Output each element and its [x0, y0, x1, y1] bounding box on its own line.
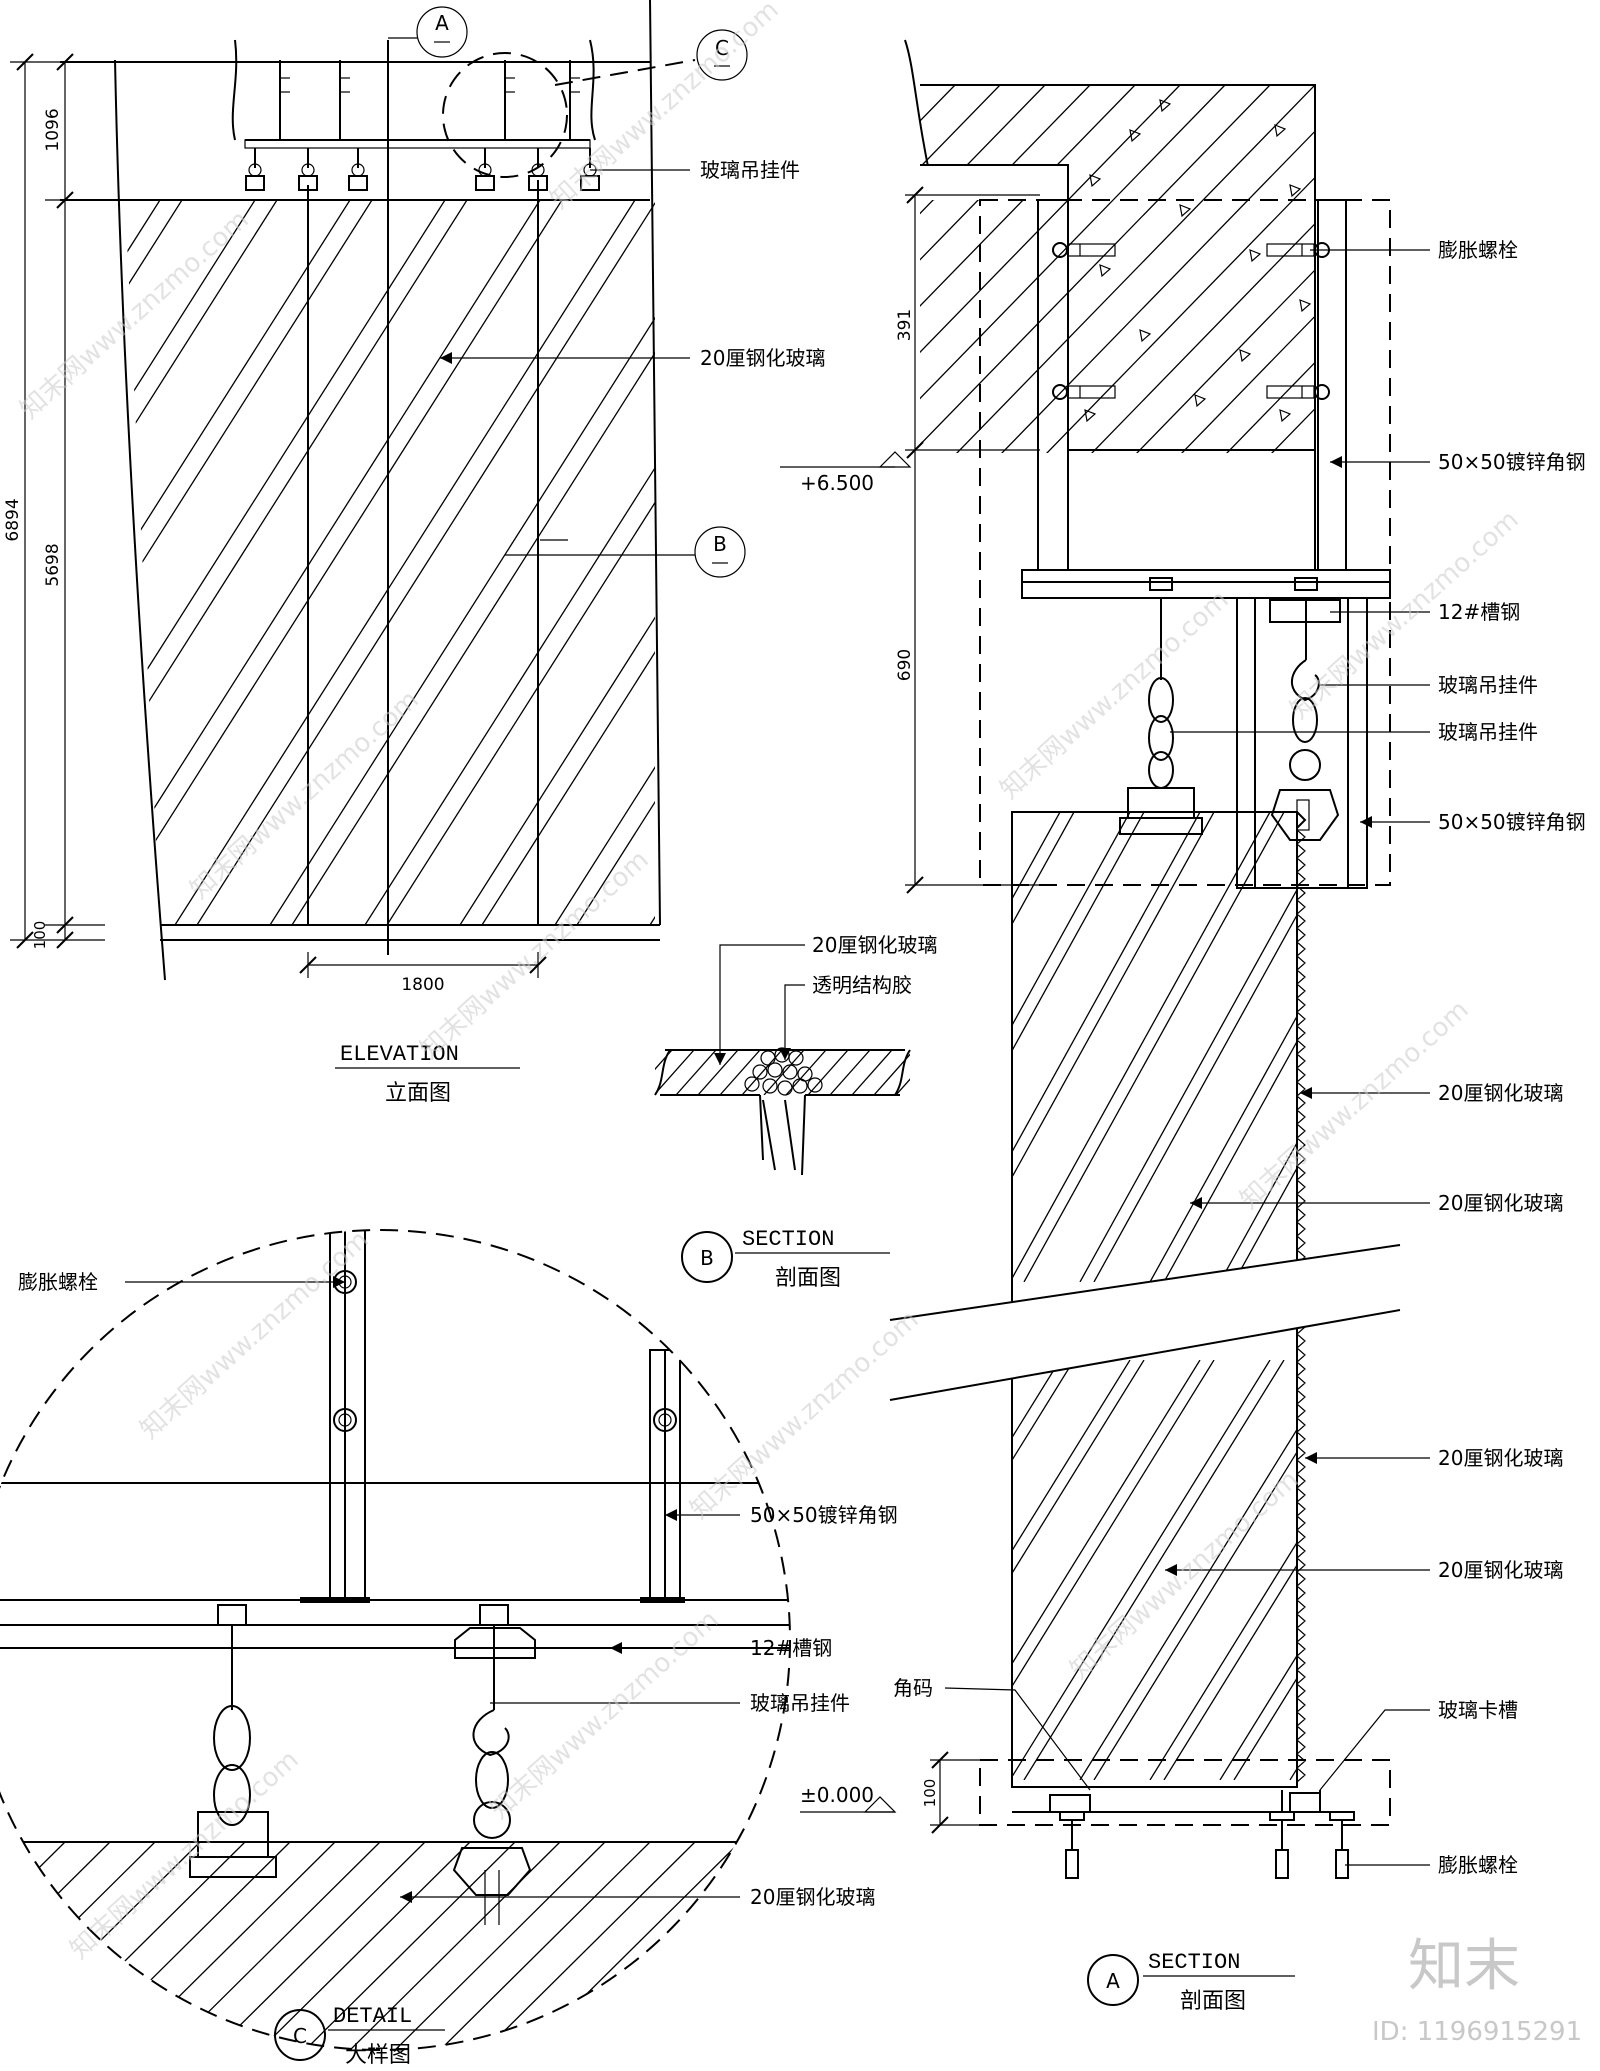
dim-a-upper: 391	[895, 309, 915, 341]
expansion-bolts	[1052, 242, 1330, 400]
svg-text:C: C	[715, 36, 729, 60]
label-a-glass-1: 20厘钢化玻璃	[1438, 1081, 1563, 1105]
glass-hanger-row	[244, 60, 600, 191]
elevation-title-en: ELEVATION	[340, 1042, 459, 1067]
label-a-angle-1: 50×50镀锌角钢	[1438, 450, 1586, 474]
svg-text:知末网www.znzmo.com: 知末网www.znzmo.com	[1235, 995, 1475, 1215]
label-c-angle: 50×50镀锌角钢	[750, 1503, 898, 1527]
detail-c-view: 膨胀螺栓 50×50镀锌角钢 12#槽钢 玻璃吊挂件 20厘钢化玻璃 C DET…	[0, 1229, 898, 2068]
marker-c: C	[442, 29, 748, 178]
label-a-bolt-bottom: 膨胀螺栓	[1438, 1853, 1518, 1877]
dim-bottom: 100	[31, 921, 49, 950]
detail-c-marker	[274, 2009, 326, 2061]
svg-text:知末网www.znzmo.com: 知末网www.znzmo.com	[545, 0, 785, 215]
detail-c-title-cn: 大样图	[345, 2043, 411, 2068]
svg-text:C: C	[293, 2024, 307, 2048]
marker-a: A	[388, 6, 468, 58]
label-hanger: 玻璃吊挂件	[700, 158, 800, 182]
ceiling-break-2	[589, 39, 596, 141]
dim-middle: 5698	[43, 543, 63, 586]
level-bottom: ±0.000	[800, 1783, 874, 1807]
label-b-glue: 透明结构胶	[812, 973, 912, 997]
label-a-bolt-top: 膨胀螺栓	[1438, 238, 1518, 262]
base-zone	[979, 1759, 1391, 1826]
glass-hatch	[125, 200, 655, 925]
label-a-glass-slot: 玻璃卡槽	[1438, 1698, 1518, 1722]
dim-top: 1096	[43, 108, 63, 151]
section-a-marker	[1087, 1954, 1139, 2006]
label-a-hanger-2: 玻璃吊挂件	[1438, 720, 1538, 744]
section-a-leaders	[944, 249, 1430, 1866]
ceiling-break	[231, 39, 238, 141]
label-c-glass: 20厘钢化玻璃	[750, 1885, 875, 1909]
svg-text:知末网www.znzmo.com: 知末网www.znzmo.com	[995, 585, 1235, 805]
svg-text:知末网www.znzmo.com: 知末网www.znzmo.com	[15, 205, 255, 425]
left-break-line	[114, 59, 166, 981]
base-anchor-bolts	[1049, 1792, 1355, 1879]
svg-text:A: A	[435, 11, 449, 35]
label-a-angle-2: 50×50镀锌角钢	[1438, 810, 1586, 834]
detail-c-title-en: DETAIL	[333, 2004, 412, 2029]
label-glass: 20厘钢化玻璃	[700, 346, 825, 370]
elevation-dimensions: 6894 1096 5698 100 1800	[3, 53, 547, 995]
level-top: +6.500	[800, 471, 874, 495]
dim-total: 6894	[3, 498, 23, 541]
dim-width: 1800	[401, 975, 444, 995]
svg-text:A: A	[1106, 1969, 1120, 1993]
right-break-line	[649, 0, 661, 926]
section-a-title-cn: 剖面图	[1180, 1989, 1246, 2014]
label-b-glass: 20厘钢化玻璃	[812, 933, 937, 957]
label-a-channel: 12#槽钢	[1438, 600, 1520, 624]
elevation-view: 6894 1096 5698 100 1800 A B	[3, 0, 825, 1106]
glass-hanger-assembly	[1119, 577, 1341, 841]
detail-hanger-assembly	[189, 1270, 677, 1925]
svg-text:知末网www.znzmo.com: 知末网www.znzmo.com	[485, 1605, 725, 1825]
label-a-corner-code: 角码	[893, 1676, 933, 1700]
svg-text:B: B	[700, 1246, 714, 1270]
section-a-title-en: SECTION	[1148, 1950, 1240, 1975]
watermark-brand: 知末	[1408, 1934, 1520, 1999]
svg-text:B: B	[713, 532, 727, 556]
label-a-glass-2: 20厘钢化玻璃	[1438, 1191, 1563, 1215]
section-b-title-cn: 剖面图	[775, 1266, 841, 1291]
section-a-view: 391 690 +6.500 100 ±0.000	[780, 39, 1586, 2014]
dim-a-base: 100	[921, 1779, 939, 1808]
label-c-hanger: 玻璃吊挂件	[750, 1691, 850, 1715]
label-c-bolt: 膨胀螺栓	[18, 1270, 98, 1294]
label-a-glass-4: 20厘钢化玻璃	[1438, 1558, 1563, 1582]
elevation-title-cn: 立面图	[385, 1081, 451, 1106]
detail-circle	[0, 1229, 791, 2051]
section-b-marker	[681, 1231, 733, 1283]
marker-b: B	[505, 526, 746, 578]
section-b-view: 20厘钢化玻璃 透明结构胶 B SECTION 剖面图	[654, 933, 937, 1291]
dim-a-lower: 690	[895, 649, 915, 681]
section-b-title-en: SECTION	[742, 1227, 834, 1252]
steel-frame-zone	[979, 199, 1391, 886]
label-a-glass-3: 20厘钢化玻璃	[1438, 1446, 1563, 1470]
watermark-id: ID: 1196915291	[1372, 2017, 1582, 2047]
concrete-hatch	[920, 85, 1315, 453]
label-a-hanger-1: 玻璃吊挂件	[1438, 673, 1538, 697]
svg-text:知末网www.znzmo.com: 知末网www.znzmo.com	[685, 1305, 925, 1525]
label-c-channel: 12#槽钢	[750, 1636, 832, 1660]
svg-text:知末网www.znzmo.com: 知末网www.znzmo.com	[415, 845, 655, 1065]
